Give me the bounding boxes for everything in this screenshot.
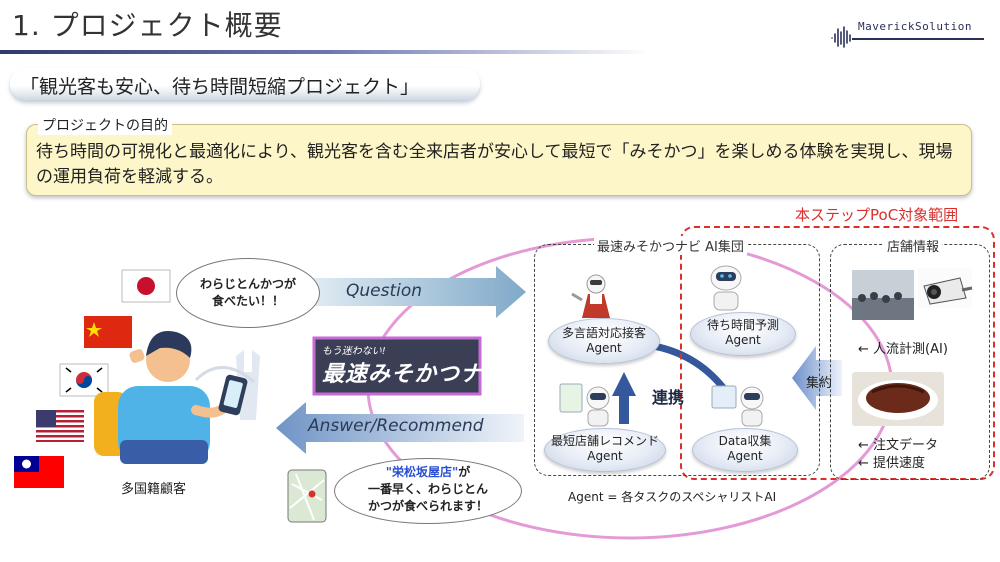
camera-icon [918,268,973,308]
agent-node-data-line1: Data収集 [718,434,772,448]
robot-forecast-icon [710,265,742,311]
reply-line3: かつが食べられます！ [367,499,488,513]
store-note-serving-speed: ← 提供速度 [858,456,926,471]
aggregate-label: 集約 [806,376,833,391]
store-note-orders: ← 注文データ [858,438,939,453]
flag-japan-icon [121,269,171,303]
purpose-box [26,124,972,196]
agent-node-data-label: Data収集 Agent [692,434,798,464]
agent-node-wait-forecast-line1: 待ち時間予測 [706,318,779,332]
agent-node-recommend-line1: 最短店舗レコメンド [550,434,659,448]
flag-korea-icon [59,363,109,397]
flag-usa-icon [36,410,84,442]
poc-scope-label: 本ステップPoC対象範囲 [795,206,959,224]
customer-speech-bubble [176,258,320,328]
app-logo: 最速みそかつナビ [322,362,507,387]
customer-speech-text: わらじとんかつが 食べたい！！ [176,276,320,310]
map-phone-icon [287,469,327,523]
question-label: Question [346,281,423,301]
customer-speech-line2: 食べたい！！ [211,294,284,308]
reply-suffix: が [458,465,471,479]
reply-speech-bubble [334,458,522,524]
agent-node-recommend-label: 最短店舗レコメンド Agent [544,434,666,464]
customer-speech-line1: わらじとんかつが [199,277,296,291]
agent-footnote: Agent = 各タスクのスペシャリストAI [568,490,777,504]
reply-line1: "栄松坂屋店"が [334,464,522,481]
purpose-tag: プロジェクトの目的 [38,115,172,135]
tourist-illustration [94,331,260,464]
agent-node-multilingual [548,318,660,364]
store-info-title: 店舗情報 [884,236,943,255]
subtitle-banner [10,68,480,100]
agent-node-multilingual-label: 多言語対応接客 Agent [548,326,660,356]
agent-group-title: 最速みそかつナビ AI集団 [594,236,747,255]
agent-node-data-line2: Agent [727,449,763,463]
agent-node-wait-forecast [690,312,796,356]
customer-label: 多国籍顧客 [121,482,187,497]
agent-link-label: 連携 [652,388,685,407]
robot-waitress-icon [571,274,610,318]
agent-link-up-shaft [619,394,629,424]
agent-node-recommend-line2: Agent [587,449,623,463]
purpose-text: 待ち時間の可視化と最適化により、観光客を含む全来店者が安心して最短で「みそかつ」… [36,142,953,187]
crowd-photo [852,270,914,320]
reply-store-name: "栄松坂屋店" [385,465,459,479]
sound-wave-icon [831,26,851,48]
poc-scope-frame [680,226,995,480]
subtitle-text: 「観光客も安心、待ち時間短縮プロジェクト」 [20,76,420,98]
agent-link-up-arrow [612,372,636,396]
reply-speech-text: "栄松坂屋店"が 一番早く、わらじとん かつが食べられます！ [334,464,522,515]
app-logo-background [312,336,482,396]
reply-line2: 一番早く、わらじとん [367,482,488,496]
flag-china-icon [84,316,132,348]
agent-node-recommend [544,428,666,472]
title-underline [0,50,650,54]
robot-recommend-icon [559,383,610,427]
agent-node-wait-forecast-label: 待ち時間予測 Agent [690,318,796,348]
robot-data-icon [711,385,764,427]
answer-label: Answer/Recommend [308,416,484,436]
aggregate-arrow [792,346,842,410]
agent-node-multilingual-line1: 多言語対応接客 [561,326,646,340]
flag-taiwan-icon [14,456,64,488]
brand-underline [852,38,984,40]
misokatsu-photo [852,372,944,426]
app-logo-tagline: もう迷わない! [322,346,386,357]
brand-name: MaverickSolution [858,20,972,33]
store-note-people-flow: ← 人流計測(AI) [858,342,948,357]
page-title: 1. プロジェクト概要 [12,9,283,42]
question-arrow [296,266,526,318]
agent-node-multilingual-line2: Agent [586,341,622,355]
agent-node-data [692,428,798,472]
agent-node-wait-forecast-line2: Agent [725,333,761,347]
answer-arrow [276,402,524,454]
